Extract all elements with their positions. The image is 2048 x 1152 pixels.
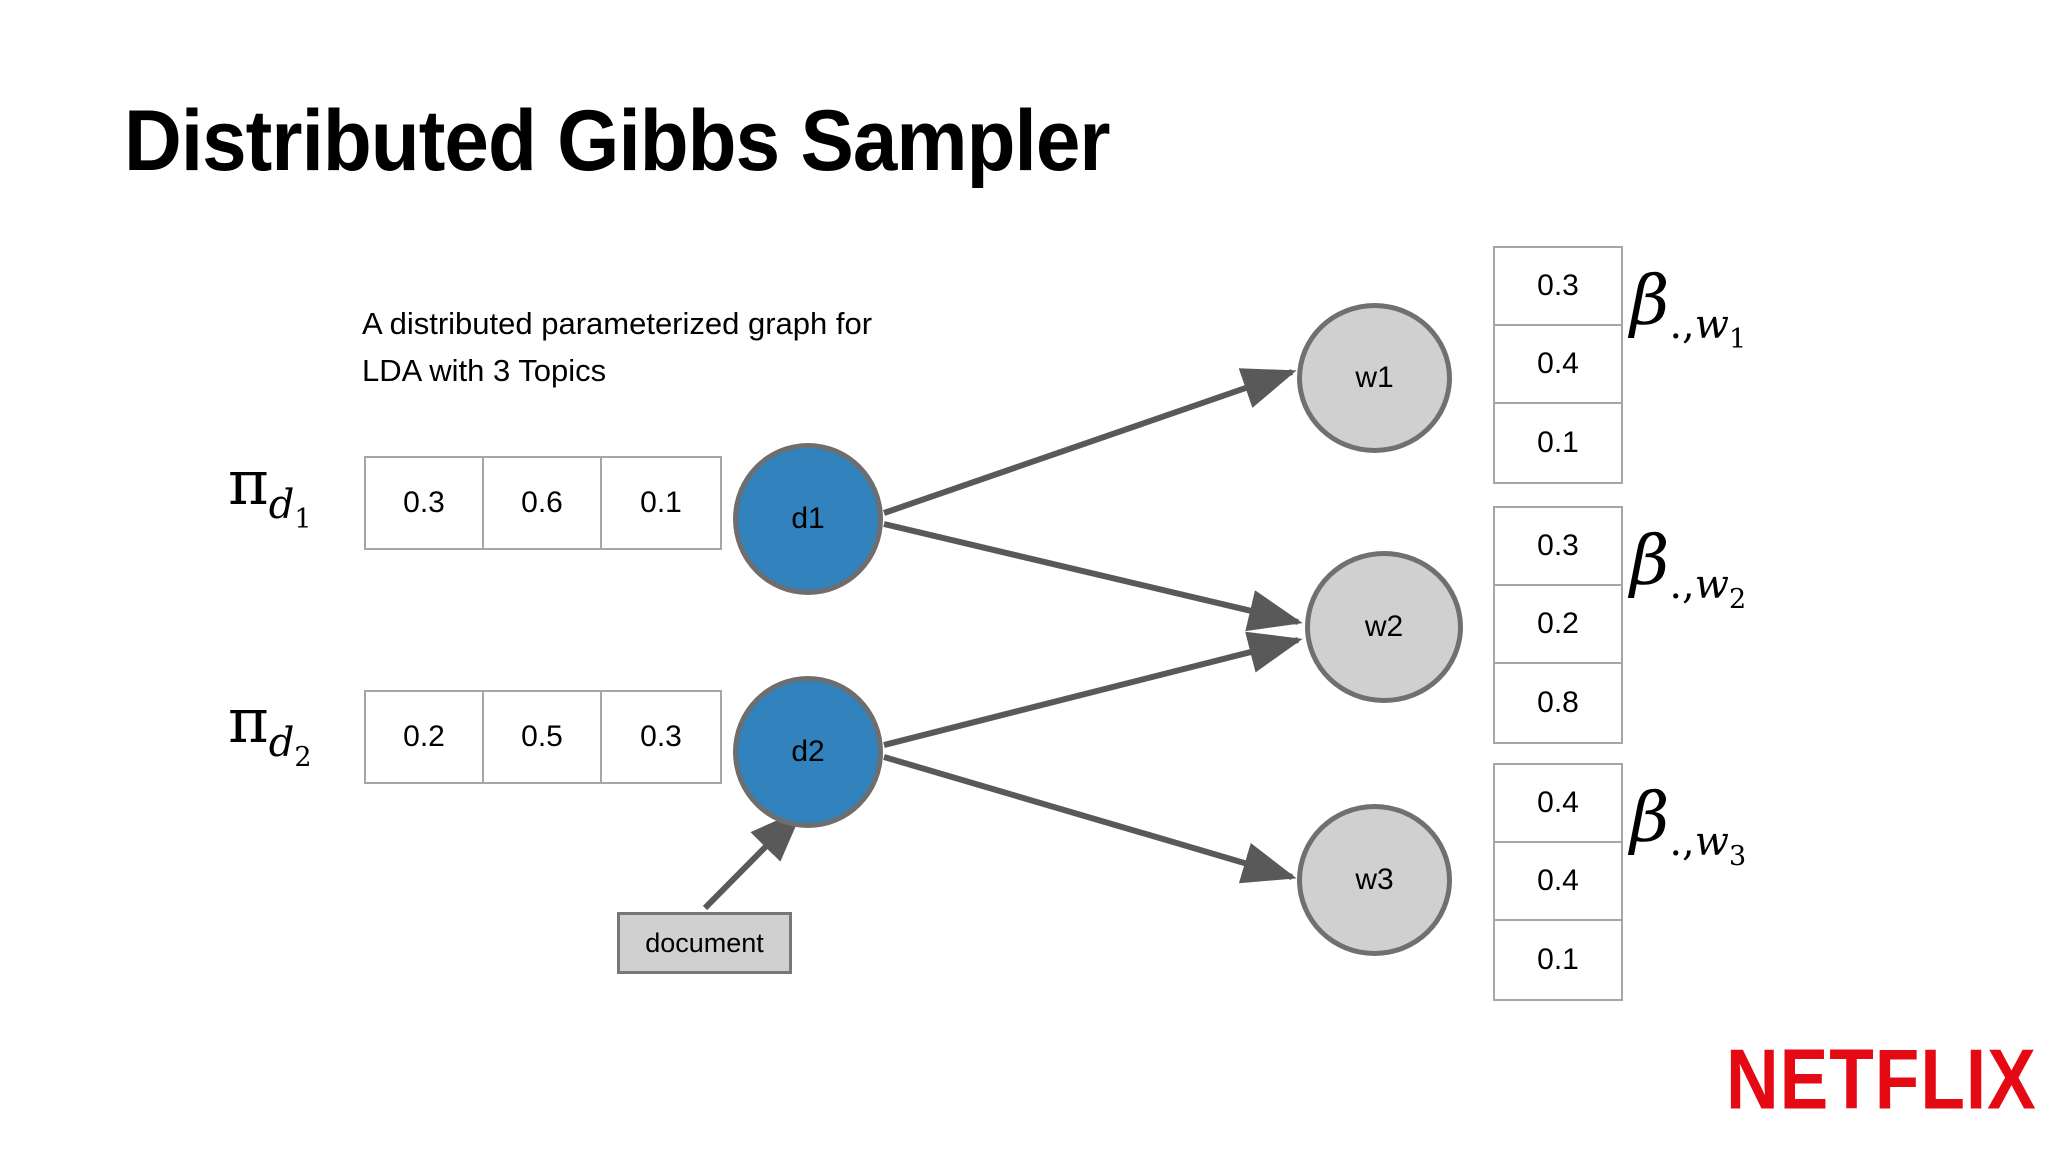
pi-d1-cell-0: 0.3 [366,458,484,548]
pi-subscript: d [268,720,295,766]
word-node-w1[interactable]: w1 [1297,303,1452,453]
pi-subscript: d [268,482,295,528]
beta-w1-cell-1: 0.4 [1495,326,1621,404]
beta-subscript-index: 3 [1729,841,1747,872]
doc-node-d2[interactable]: d2 [733,676,883,828]
beta-dot-comma: ., [1669,819,1695,865]
pi-d2-cell-1: 0.5 [484,692,602,782]
beta-w3-cell-2: 0.1 [1495,921,1621,999]
beta-subscript-index: 1 [1729,324,1747,355]
pi-d2-cell-0: 0.2 [366,692,484,782]
edge-d2-w3 [883,754,1297,884]
beta-w1-cell-0: 0.3 [1495,248,1621,326]
word-node-w1-label: w1 [1355,361,1394,394]
beta-symbol: β [1630,522,1670,601]
caption-line-1: A distributed parameterized graph for [362,306,873,341]
diagram-caption: A distributed parameterized graph for LD… [362,300,1062,394]
pi-subscript-index: 2 [294,742,312,773]
beta-w2-table: 0.3 0.2 0.8 [1493,506,1623,744]
doc-node-d1-label: d1 [791,502,825,535]
pi-d2-cell-2: 0.3 [602,692,720,782]
beta-subscript: w [1694,819,1729,865]
beta-subscript: w [1694,562,1729,608]
word-node-w2-label: w2 [1364,610,1404,643]
caption-line-2: LDA with 3 Topics [362,353,607,388]
word-node-w2[interactable]: w2 [1305,551,1463,703]
netflix-logo: NETFLIX [1726,1032,2037,1128]
beta-dot-comma: ., [1669,562,1695,608]
pi-subscript-index: 1 [294,504,312,535]
doc-node-d2-label: d2 [791,735,825,768]
beta-w1-cell-2: 0.1 [1495,404,1621,482]
word-node-w3[interactable]: w3 [1297,804,1452,956]
edge-d2-w2 [883,631,1303,748]
doc-node-d1[interactable]: d1 [733,443,883,595]
beta-symbol: β [1630,779,1670,858]
edge-d1-w2 [883,521,1303,632]
beta-w2-label: β.,w2 [1630,528,1746,614]
beta-dot-comma: ., [1669,302,1695,348]
beta-subscript-index: 2 [1729,584,1747,615]
pi-d1-cell-2: 0.1 [602,458,720,548]
pi-d2-table: 0.2 0.5 0.3 [364,690,722,784]
pi-d2-label: πd2 [228,690,312,772]
beta-symbol: β [1630,262,1670,341]
pi-symbol: π [228,684,269,757]
beta-w3-cell-0: 0.4 [1495,765,1621,843]
page-title: Distributed Gibbs Sampler [124,93,1110,189]
document-box-label: document [645,927,764,958]
beta-w3-label: β.,w3 [1630,785,1746,871]
pi-d1-table: 0.3 0.6 0.1 [364,456,722,550]
pi-d1-cell-1: 0.6 [484,458,602,548]
beta-w2-cell-2: 0.8 [1495,664,1621,742]
word-node-w3-label: w3 [1355,863,1394,896]
document-box[interactable]: document [617,912,792,974]
beta-w1-table: 0.3 0.4 0.1 [1493,246,1623,484]
beta-subscript: w [1694,302,1729,348]
pi-d1-label: πd1 [228,452,312,534]
beta-w2-cell-1: 0.2 [1495,586,1621,664]
beta-w1-label: β.,w1 [1630,268,1746,354]
edge-document-d2 [702,808,804,911]
beta-w3-cell-1: 0.4 [1495,843,1621,921]
pi-symbol: π [228,446,269,519]
beta-w3-table: 0.4 0.4 0.1 [1493,763,1623,1001]
beta-w2-cell-0: 0.3 [1495,508,1621,586]
